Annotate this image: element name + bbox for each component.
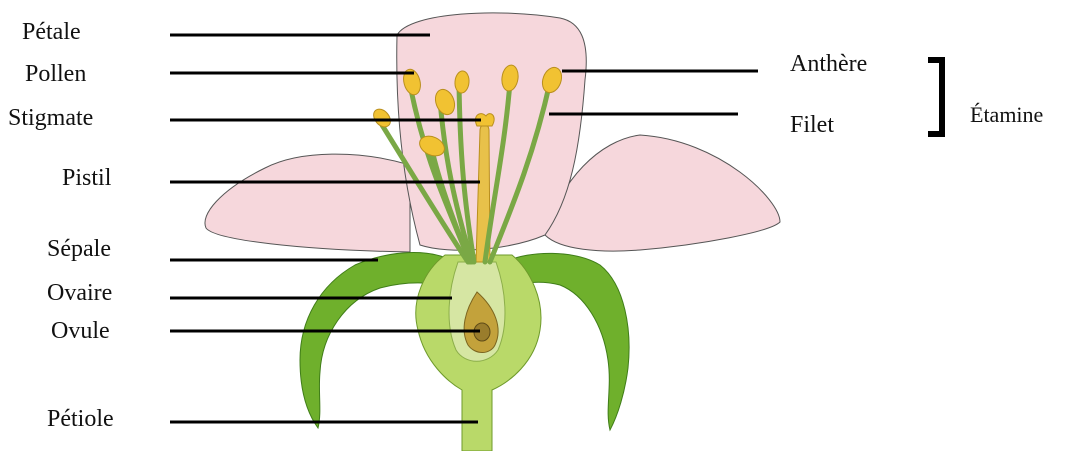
label-ovaire: Ovaire [47,281,112,305]
label-petiole: Pétiole [47,407,114,431]
label-pollen: Pollen [25,62,86,86]
label-anthere: Anthère [790,52,867,76]
label-petale: Pétale [22,20,81,44]
label-pistil: Pistil [62,166,111,190]
label-filet: Filet [790,113,834,137]
label-sepale: Sépale [47,237,111,261]
label-etamine: Étamine [970,104,1043,126]
label-stigmate: Stigmate [8,106,93,130]
side-petal-left [205,154,410,252]
label-ovule: Ovule [51,319,110,343]
stamen-bracket-icon [928,60,942,134]
side-petal-right [545,135,780,251]
